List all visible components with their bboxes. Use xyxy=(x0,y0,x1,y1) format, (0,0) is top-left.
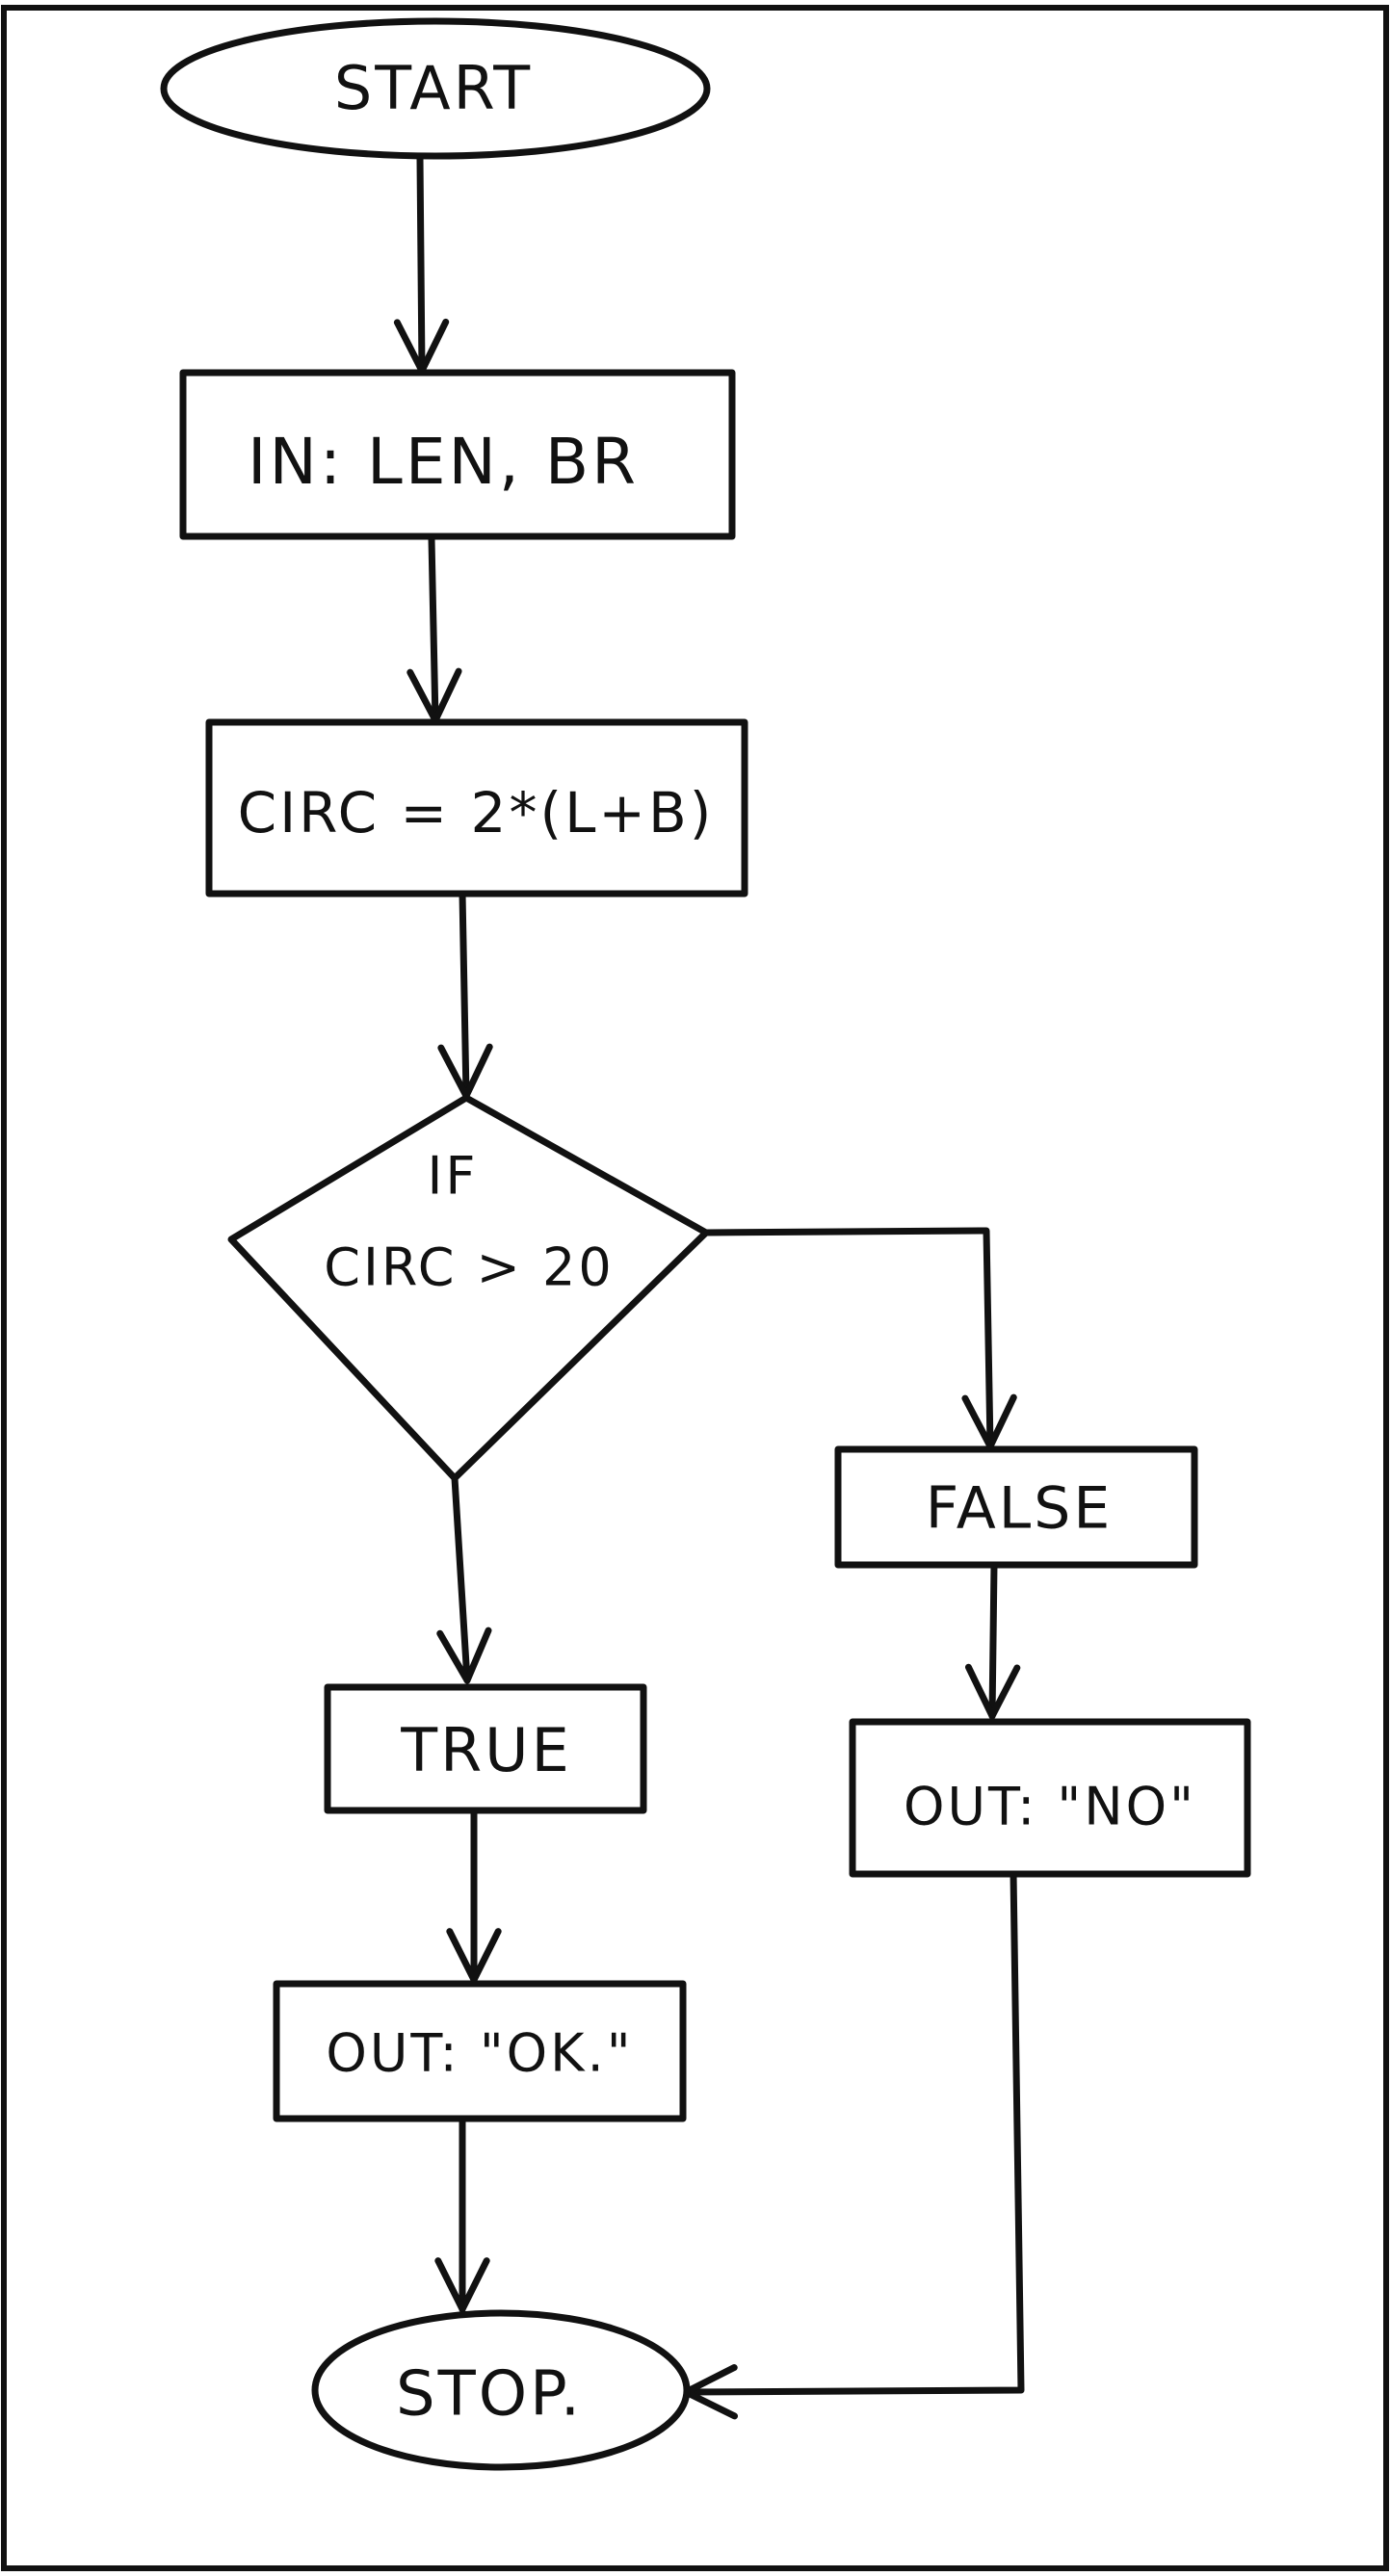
node-out-ok: OUT: "OK." xyxy=(273,1980,687,2122)
out-no-box xyxy=(849,1718,1251,1878)
edge-input-to-calc xyxy=(407,535,462,724)
node-input: IN: LEN, BR xyxy=(179,369,736,540)
out-ok-label: OUT: "OK." xyxy=(326,2023,633,2084)
edge-false-to-no xyxy=(964,1561,1021,1720)
node-out-no: OUT: "NO" xyxy=(849,1718,1251,1878)
input-box xyxy=(179,369,736,540)
stop-label: STOP. xyxy=(396,2359,583,2431)
calc-box xyxy=(205,718,748,898)
input-label: IN: LEN, BR xyxy=(248,425,639,499)
edge-start-to-input xyxy=(393,155,450,375)
decision-label-line1: IF xyxy=(428,1146,479,1207)
node-decision: IF CIRC > 20 xyxy=(227,1094,710,1482)
true-label: TRUE xyxy=(400,1715,572,1785)
calc-label: CIRC = 2*(L+B) xyxy=(238,780,715,846)
out-ok-box xyxy=(273,1980,687,2122)
node-start: START xyxy=(160,17,711,160)
edge-calc-to-decision xyxy=(437,890,493,1100)
true-box xyxy=(324,1683,647,1814)
node-false: FALSE xyxy=(834,1445,1198,1569)
start-label: START xyxy=(334,53,533,123)
decision-diamond xyxy=(227,1094,710,1482)
node-stop: STOP. xyxy=(311,2309,691,2471)
false-label: FALSE xyxy=(926,1475,1113,1543)
out-no-label: OUT: "NO" xyxy=(904,1777,1196,1837)
node-true: TRUE xyxy=(324,1683,647,1814)
node-calc: CIRC = 2*(L+B) xyxy=(205,718,748,898)
edge-decision-to-true xyxy=(436,1474,492,1684)
decision-label-line2: CIRC > 20 xyxy=(324,1237,614,1298)
page-frame xyxy=(1,5,1389,2571)
start-terminal-shape xyxy=(160,17,711,160)
false-box xyxy=(834,1445,1198,1569)
connectors xyxy=(393,155,1025,2420)
edge-decision-to-false xyxy=(702,1227,1017,1450)
edge-no-to-stop xyxy=(682,1869,1025,2420)
stop-terminal-shape xyxy=(311,2309,691,2471)
